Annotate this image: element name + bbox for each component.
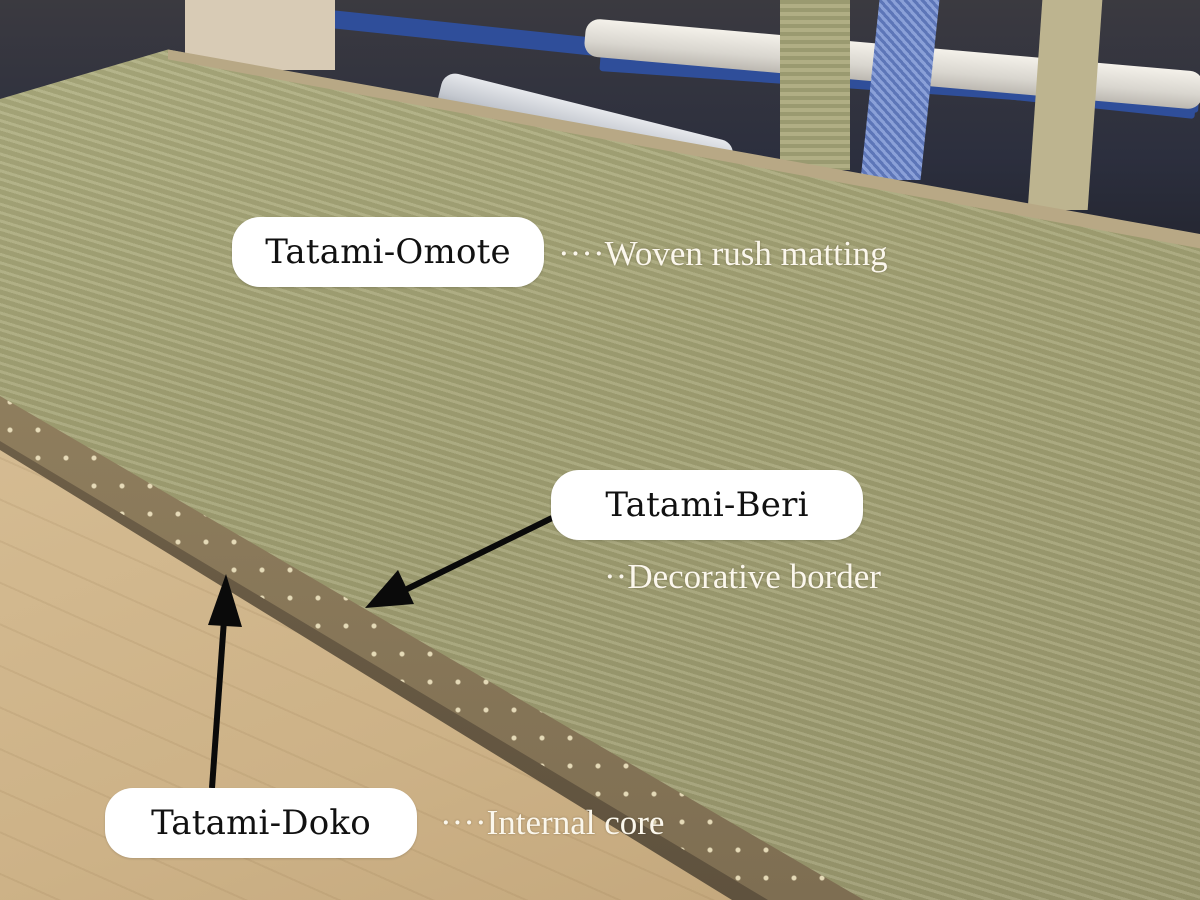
blue-strap: [860, 0, 940, 180]
caption-text: Decorative border: [627, 557, 881, 596]
caption-text: Internal core: [486, 803, 665, 842]
label-tatami-beri: Tatami-Beri: [551, 470, 863, 540]
dot-leader: ····: [558, 234, 605, 273]
tatami-strip: [780, 0, 850, 170]
label-tatami-doko: Tatami-Doko: [105, 788, 417, 858]
caption-tatami-beri: ··Decorative border: [604, 557, 881, 597]
dot-leader: ··: [604, 557, 628, 596]
label-tatami-omote: Tatami-Omote: [232, 217, 544, 287]
caption-text: Woven rush matting: [604, 234, 888, 273]
term-text: Tatami-Omote: [265, 232, 511, 272]
dot-leader: ····: [440, 803, 487, 842]
term-text: Tatami-Doko: [151, 803, 371, 843]
caption-tatami-doko: ····Internal core: [440, 803, 664, 843]
caption-tatami-omote: ····Woven rush matting: [558, 234, 888, 274]
beige-strap: [1027, 0, 1103, 210]
term-text: Tatami-Beri: [605, 485, 809, 525]
